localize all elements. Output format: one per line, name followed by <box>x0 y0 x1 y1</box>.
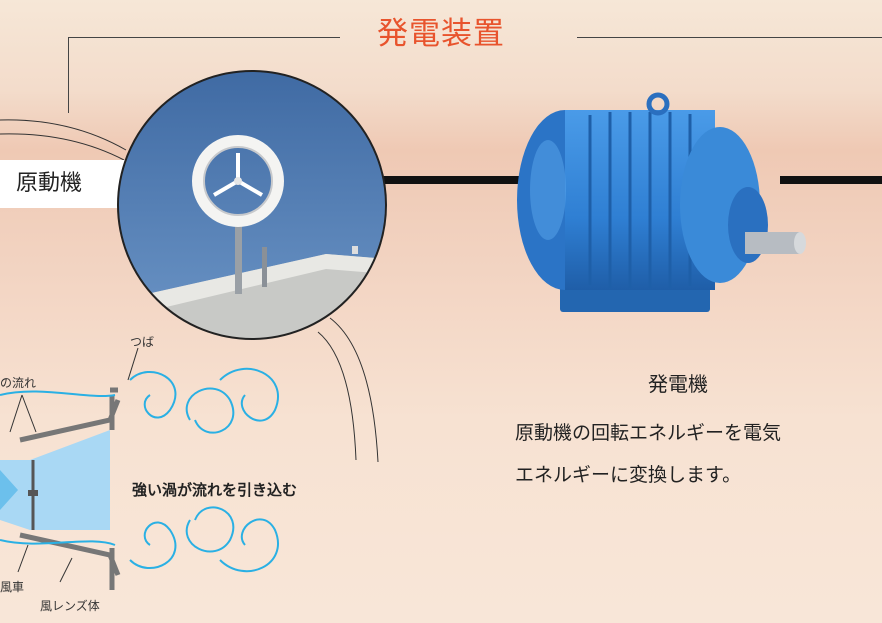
shaft-line-left <box>378 176 528 184</box>
header-line-left <box>68 37 340 38</box>
wind-turbine-photo <box>117 70 387 340</box>
header-line-left-vertical <box>68 37 69 113</box>
header-line-right <box>577 37 882 38</box>
prime-mover-label: 原動機 <box>0 160 132 208</box>
page-title: 発電装置 <box>377 16 505 52</box>
wind-lens-body-label: 風レンズ体 <box>40 599 100 613</box>
windmill-label: 風車 <box>0 580 25 594</box>
brim-label: つば <box>130 335 155 349</box>
generator-description-line-2: エネルギーに変換します。 <box>515 464 742 486</box>
flow-label: の流れ <box>0 376 37 390</box>
generator-title: 発電機 <box>648 372 708 396</box>
vortex-label: 強い渦が流れを引き込む <box>132 481 298 499</box>
generator-description-line-1: 原動機の回転エネルギーを電気 <box>515 422 782 444</box>
shaft-line-right <box>780 176 882 184</box>
